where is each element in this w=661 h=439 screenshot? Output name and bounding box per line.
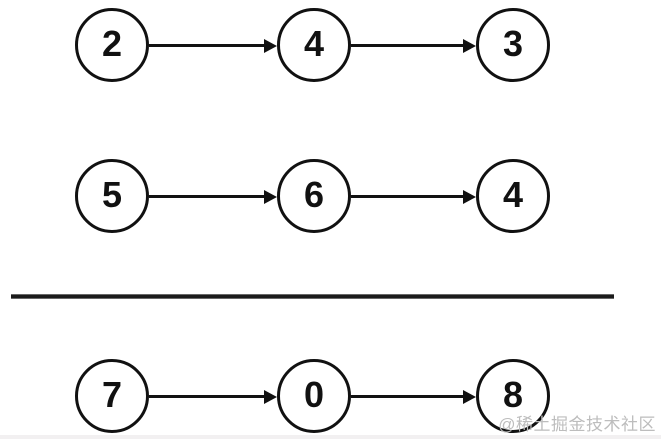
right-arrow-icon [351, 389, 476, 404]
node-value: 5 [101, 174, 123, 215]
list2-node-3: 4 [476, 159, 550, 233]
node-value: 8 [502, 374, 524, 415]
node-value: 2 [101, 23, 123, 64]
result-node-1: 7 [75, 359, 149, 433]
right-arrow-icon [149, 389, 277, 404]
watermark: @稀土掘金技术社区 [498, 415, 656, 434]
result-node-3: 8 [476, 359, 550, 433]
node-value: 7 [101, 374, 123, 415]
right-arrow-icon [351, 38, 476, 53]
list2-node-1: 5 [75, 159, 149, 233]
node-value: 4 [502, 174, 524, 215]
right-arrow-icon [351, 189, 476, 204]
node-value: 6 [303, 174, 325, 215]
node-value: 4 [303, 23, 325, 64]
list2-node-2: 6 [277, 159, 351, 233]
right-arrow-icon [149, 38, 277, 53]
node-value: 3 [502, 23, 524, 64]
list1-node-1: 2 [75, 8, 149, 82]
list1-node-2: 4 [277, 8, 351, 82]
node-value: 0 [303, 374, 325, 415]
result-node-2: 0 [277, 359, 351, 433]
horizontal-divider [11, 294, 614, 299]
right-arrow-icon [149, 189, 277, 204]
list1-node-3: 3 [476, 8, 550, 82]
bottom-edge-strip [0, 435, 661, 439]
